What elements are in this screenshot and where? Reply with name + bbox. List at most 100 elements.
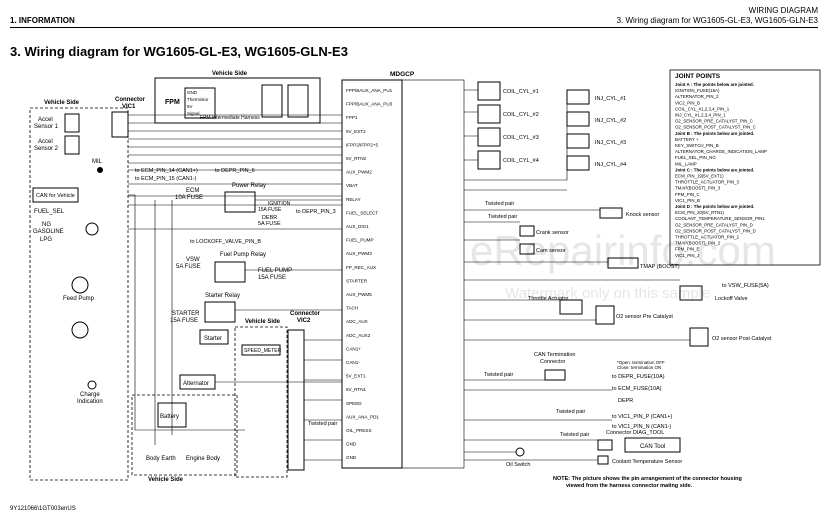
tmap-label: TMAP (BOOST)	[640, 264, 680, 270]
injector-group: INJ_CYL_#1 INJ_CYL_#2 INJ_CYL_#3 INJ_CYL…	[566, 89, 626, 171]
lockoff-valve-label: Lockoff Valve	[715, 296, 748, 302]
fpm-pin-label: 5V	[187, 104, 193, 109]
coil4-connector	[477, 150, 501, 170]
starter-relay-label: Starter Relay	[205, 293, 240, 299]
vehicle-side-left-box	[29, 107, 129, 481]
coil3-label: COIL_CYL_#3	[503, 135, 539, 141]
fpm-harness-label: FPM Intermediate Harness	[200, 115, 260, 121]
coolant-sensor-connector	[597, 455, 609, 465]
can-vehicle-label: CAN for Vehicle	[36, 193, 75, 199]
can-term-connector	[544, 369, 566, 381]
joint-point-item: COOLANT_TEMPERATURE_SENSOR_PIN1	[675, 216, 765, 221]
mdgcp-pin-label: FP_REC_AUX	[346, 265, 376, 270]
joint-point-item: ALTERNATOR_CHARGE_INDICATION_LAMP	[675, 149, 767, 154]
vehicle-side-bottom-box	[131, 394, 238, 476]
joint-point-item: Joint A : The points below are jointed.	[675, 82, 754, 87]
accel-sensor2-connector	[64, 135, 80, 155]
oil-switch-icon	[515, 447, 525, 457]
feed-pump-icon	[71, 276, 89, 294]
mdgcp-pin-label: AUX_DIG1	[346, 224, 369, 229]
header-rule	[10, 27, 818, 28]
joint-point-item: Joint C : The points below are jointed.	[675, 167, 754, 172]
vehicle-side-mid-label: Vehicle Side	[245, 319, 281, 325]
coil2-label: COIL_CYL_#2	[503, 112, 539, 118]
to-vic1-pin-n: to VIC1_PIN_N (CAN1-)	[612, 424, 671, 430]
joint-points-title: JOINT POINTS	[675, 73, 721, 80]
header-section: 1. INFORMATION	[10, 16, 75, 25]
charge-lamp-icon	[87, 380, 97, 390]
mdgcp-pin-label: AUX_PWM5	[346, 292, 372, 297]
coil2-connector	[477, 104, 501, 124]
tmap-connector	[607, 257, 639, 269]
mdgcp-right-block	[401, 79, 465, 469]
fuel-sel-label: FUEL_SEL	[34, 209, 65, 215]
joint-point-item: TMAP(BOOST)_PIN_2	[675, 241, 721, 246]
fpm-pin-label: Thermistor	[187, 97, 209, 102]
twisted-pair-1: Twisted pair	[485, 201, 515, 207]
joint-point-item: BATTERY +	[675, 137, 699, 142]
crank-sensor-connector	[519, 225, 535, 237]
joint-point-item: VIC1_PIN_B	[675, 198, 700, 203]
mdgcp-pin-label: 5V_EXT2	[346, 129, 366, 134]
coil3-connector	[477, 127, 501, 147]
inj2-connector	[566, 111, 590, 127]
mil-lamp-icon	[97, 167, 103, 173]
inj4-connector	[566, 155, 590, 171]
lpg-label: LPG	[40, 237, 52, 243]
mdgcp-pin-label: FPP1	[346, 115, 358, 120]
vehicle-side-mid-box	[234, 326, 288, 478]
coil1-label: COIL_CYL_#1	[503, 89, 539, 95]
mil-label: MIL	[92, 159, 103, 165]
o2-post-label: O2 sensor Post Catalyst	[712, 336, 772, 342]
joint-point-item: KEY_SWITCH_PIN_B	[675, 143, 719, 148]
joint-point-item: ECM_PIN_19(5V_EXT1)	[675, 174, 724, 179]
header-right: WIRING DIAGRAM 3. Wiring diagram for WG1…	[617, 6, 818, 26]
mdgcp-pin-label: AUX_PWM2	[346, 170, 372, 175]
knock-sensor-label: Knock sensor	[626, 212, 659, 218]
to-ecm-pin15: to ECM_PIN_15 (CAN1-)	[135, 176, 197, 182]
mdgcp-pin-label: STARTER	[346, 278, 368, 283]
mdgcp-pin-label: GND	[346, 442, 357, 447]
to-ecm-fuse: to ECM_FUSE(10A)	[612, 386, 662, 392]
joint-points-box	[669, 69, 821, 266]
wires	[128, 89, 690, 461]
mdgcp-pin-label: FPP/BAUX_ANA_PU3	[346, 102, 393, 107]
crank-sensor-label: Crank sensor	[536, 230, 569, 236]
joint-point-item: THROTTLE_ACTUATOR_PIN_2	[675, 235, 740, 240]
mdgcp-pin-label: GND	[346, 455, 357, 460]
speed-meter-box	[241, 344, 281, 356]
vehicle-side-left-label: Vehicle Side	[44, 100, 80, 106]
mdgcp-pin-label: AUX_ANA_PD1	[346, 414, 379, 419]
alternator-label: Alternator	[183, 381, 209, 387]
joint-point-item: FUEL_SEL_PIN_NG	[675, 155, 716, 160]
to-lockoff-label: to LOCKOFF_VALVE_PIN_B	[190, 239, 261, 245]
vic1-connector	[111, 111, 129, 138]
can-tool-box	[624, 437, 681, 453]
mdgcp-pin-label: SPEED	[346, 401, 362, 406]
mdgcp-pin-label: 5V_RTN2	[346, 156, 367, 161]
accel-sensor1-connector	[64, 113, 80, 133]
fpm-pin-label: Signal	[187, 111, 200, 116]
mdgcp-pin-label: 5V_EXT1	[346, 374, 366, 379]
vehicle-side-top-label: Vehicle Side	[212, 71, 248, 77]
fpm-plug-b	[287, 84, 309, 118]
feed-pump-label: Feed Pump	[63, 296, 95, 302]
o2-pre-label: O2 sensor Pre Catalyst	[616, 314, 673, 320]
to-vsw-fuse: to VSW_FUSE(5A)	[722, 283, 769, 289]
vic2-connector	[287, 329, 305, 471]
gasoline-label: GASOLINE	[33, 229, 64, 235]
to-depr-pin3: to DEPR_PIN_3	[296, 209, 336, 215]
joint-point-item: VIC2_PIN_B	[675, 100, 700, 105]
note-text: NOTE: The picture shows the pin arrangem…	[553, 476, 743, 489]
mdgcp-connector	[341, 79, 403, 469]
starter-relay-box	[204, 301, 236, 323]
coil-group: COIL_CYL_#1 COIL_CYL_#2 COIL_CYL_#3 COIL…	[477, 81, 539, 170]
speed-meter-label: SPEED_METER	[244, 348, 282, 354]
